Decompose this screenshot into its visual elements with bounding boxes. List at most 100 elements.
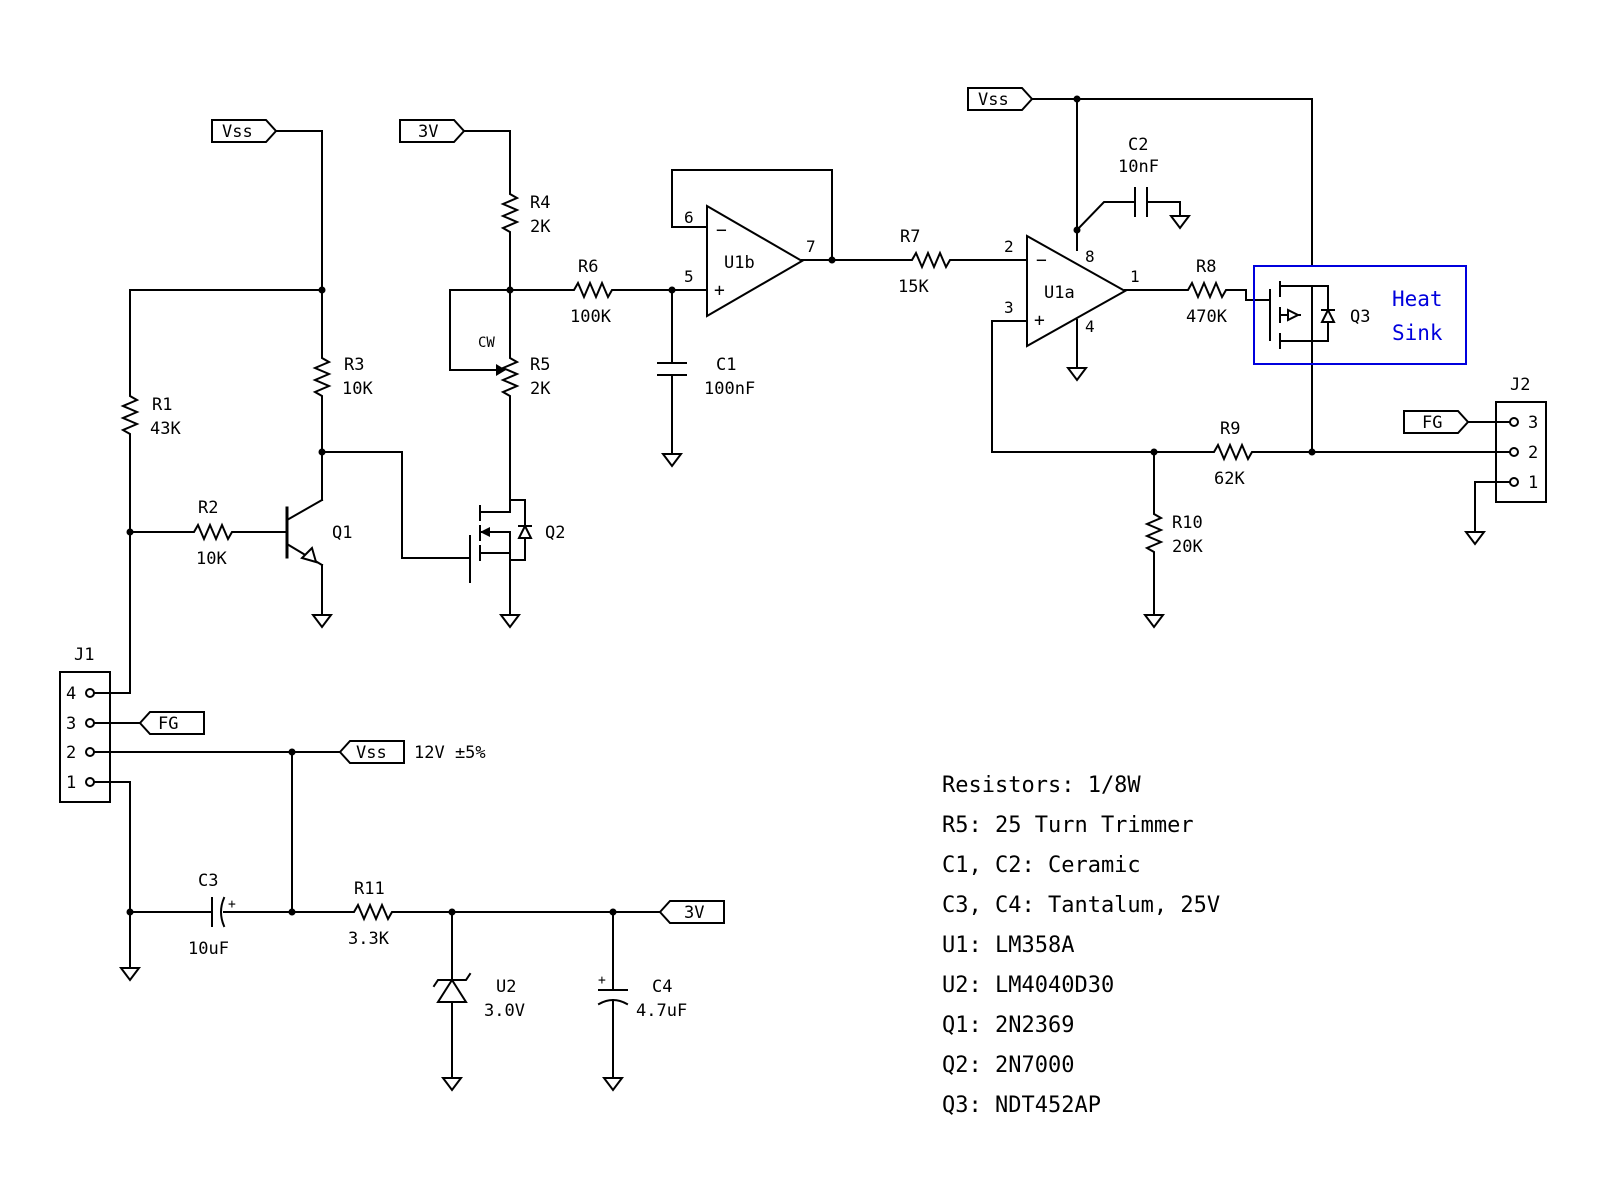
u1a-pin-plus: 3	[1004, 298, 1014, 317]
r5-ref: R5	[530, 355, 550, 375]
q3-ref: Q3	[1350, 307, 1370, 327]
svg-text:FG: FG	[158, 714, 178, 734]
c2-value: 10nF	[1118, 157, 1159, 177]
u1b-ref: U1b	[724, 253, 755, 273]
capacitor-c3: + C3 10uF	[188, 871, 236, 959]
opamp-u1b: − + U1b 6 5 7	[684, 204, 816, 318]
c2-ref: C2	[1128, 135, 1148, 155]
r9-ref: R9	[1220, 419, 1240, 439]
svg-text:+: +	[714, 280, 725, 301]
note-line: Q1: 2N2369	[942, 1013, 1074, 1038]
c4-ref: C4	[652, 977, 672, 997]
tag-3v-bottom: 3V	[659, 900, 725, 924]
r8-ref: R8	[1196, 257, 1216, 277]
supply-note: 12V ±5%	[414, 743, 486, 763]
j2-ref: J2	[1510, 375, 1530, 395]
r10-ref: R10	[1172, 513, 1203, 533]
u1b-pin-minus: 6	[684, 208, 694, 227]
potentiometer-r5: CW R5 2K	[478, 335, 551, 405]
u1a-pin-minus: 2	[1004, 237, 1014, 256]
svg-text:Vss: Vss	[222, 122, 253, 142]
u1b-pin-out: 7	[806, 237, 816, 256]
r10-value: 20K	[1172, 537, 1203, 557]
resistor-r2: R2 10K	[185, 498, 241, 569]
u2-ref: U2	[496, 977, 516, 997]
resistor-r1: R1 43K	[122, 387, 181, 443]
transistor-q3: Q3	[1269, 281, 1370, 349]
junctions	[126, 95, 1316, 916]
resistor-r6: R6 100K	[565, 257, 621, 327]
r5-cw: CW	[478, 335, 495, 351]
u1a-ref: U1a	[1044, 283, 1075, 303]
resistor-r11: R11 3.3K	[345, 879, 401, 949]
r4-value: 2K	[530, 217, 551, 237]
transistor-q1: Q1	[285, 498, 352, 567]
note-line: C1, C2: Ceramic	[942, 853, 1141, 878]
resistor-r3: R3 10K	[314, 349, 373, 405]
r1-ref: R1	[152, 395, 172, 415]
note-line: Resistors: 1/8W	[942, 773, 1141, 798]
note-line: C3, C4: Tantalum, 25V	[942, 893, 1220, 918]
resistor-r10: R10 20K	[1146, 505, 1203, 561]
svg-text:+: +	[228, 897, 236, 912]
r1-value: 43K	[150, 419, 181, 439]
r9-value: 62K	[1214, 469, 1245, 489]
opamp-u1a: − + U1a 2 3 1 8 4	[1004, 234, 1140, 348]
u1a-pin-vcc: 8	[1085, 247, 1095, 266]
note-line: Q2: 2N7000	[942, 1053, 1074, 1078]
u1b-pin-plus: 5	[684, 267, 694, 286]
resistor-r8: R8 470K	[1179, 257, 1235, 327]
connector-j2: 3 2 1 J2	[1495, 375, 1547, 503]
parts-notes: Resistors: 1/8W R5: 25 Turn Trimmer C1, …	[942, 773, 1220, 1118]
q1-ref: Q1	[332, 523, 352, 543]
tag-vss-top-right: Vss	[967, 87, 1033, 111]
note-line: U2: LM4040D30	[942, 973, 1114, 998]
r6-ref: R6	[578, 257, 598, 277]
r2-value: 10K	[196, 549, 227, 569]
svg-text:−: −	[716, 220, 727, 241]
transistor-q2: Q2	[469, 499, 565, 583]
zener-u2: U2 3.0V	[432, 972, 525, 1021]
u2-value: 3.0V	[484, 1001, 525, 1021]
svg-text:3V: 3V	[684, 903, 704, 923]
heat-sink-line1: Heat	[1392, 287, 1443, 311]
c4-value: 4.7uF	[636, 1001, 687, 1021]
resistor-r9: R9 62K	[1205, 419, 1261, 489]
r3-ref: R3	[344, 355, 364, 375]
note-line: Q3: NDT452AP	[942, 1093, 1101, 1118]
j1-pin-1: 1	[66, 773, 76, 793]
svg-text:+: +	[1034, 310, 1045, 331]
j1-ref: J1	[74, 645, 94, 665]
note-line: U1: LM358A	[942, 933, 1074, 958]
u1a-pin-gnd: 4	[1085, 317, 1095, 336]
connector-j1: 4 3 2 1 J1	[59, 645, 111, 803]
tag-fg-j1: FG	[139, 711, 205, 735]
j1-pin-3: 3	[66, 714, 76, 734]
tag-3v-top: 3V	[399, 119, 465, 143]
resistor-r4: R4 2K	[502, 185, 551, 241]
j2-pin-2: 2	[1528, 443, 1538, 463]
svg-text:+: +	[598, 973, 606, 988]
tag-fg-j2: FG	[1403, 410, 1469, 434]
wires	[109, 98, 1511, 1077]
r4-ref: R4	[530, 193, 550, 213]
r11-value: 3.3K	[348, 929, 390, 949]
c3-ref: C3	[198, 871, 218, 891]
heat-sink-box: Heat Sink	[1253, 265, 1467, 365]
r7-ref: R7	[900, 227, 920, 247]
capacitor-c4: + C4 4.7uF	[597, 973, 687, 1021]
c3-value: 10uF	[188, 939, 229, 959]
q2-ref: Q2	[545, 523, 565, 543]
resistor-r7: R7 15K	[898, 227, 959, 297]
note-line: R5: 25 Turn Trimmer	[942, 813, 1194, 838]
c1-value: 100nF	[704, 379, 755, 399]
r2-ref: R2	[198, 498, 218, 518]
j1-pin-4: 4	[66, 684, 76, 704]
r11-ref: R11	[354, 879, 385, 899]
j2-pin-1: 1	[1528, 473, 1538, 493]
r7-value: 15K	[898, 277, 929, 297]
svg-text:−: −	[1036, 250, 1047, 271]
tag-vss-j1: Vss	[339, 740, 405, 764]
u1a-pin-out: 1	[1130, 267, 1140, 286]
